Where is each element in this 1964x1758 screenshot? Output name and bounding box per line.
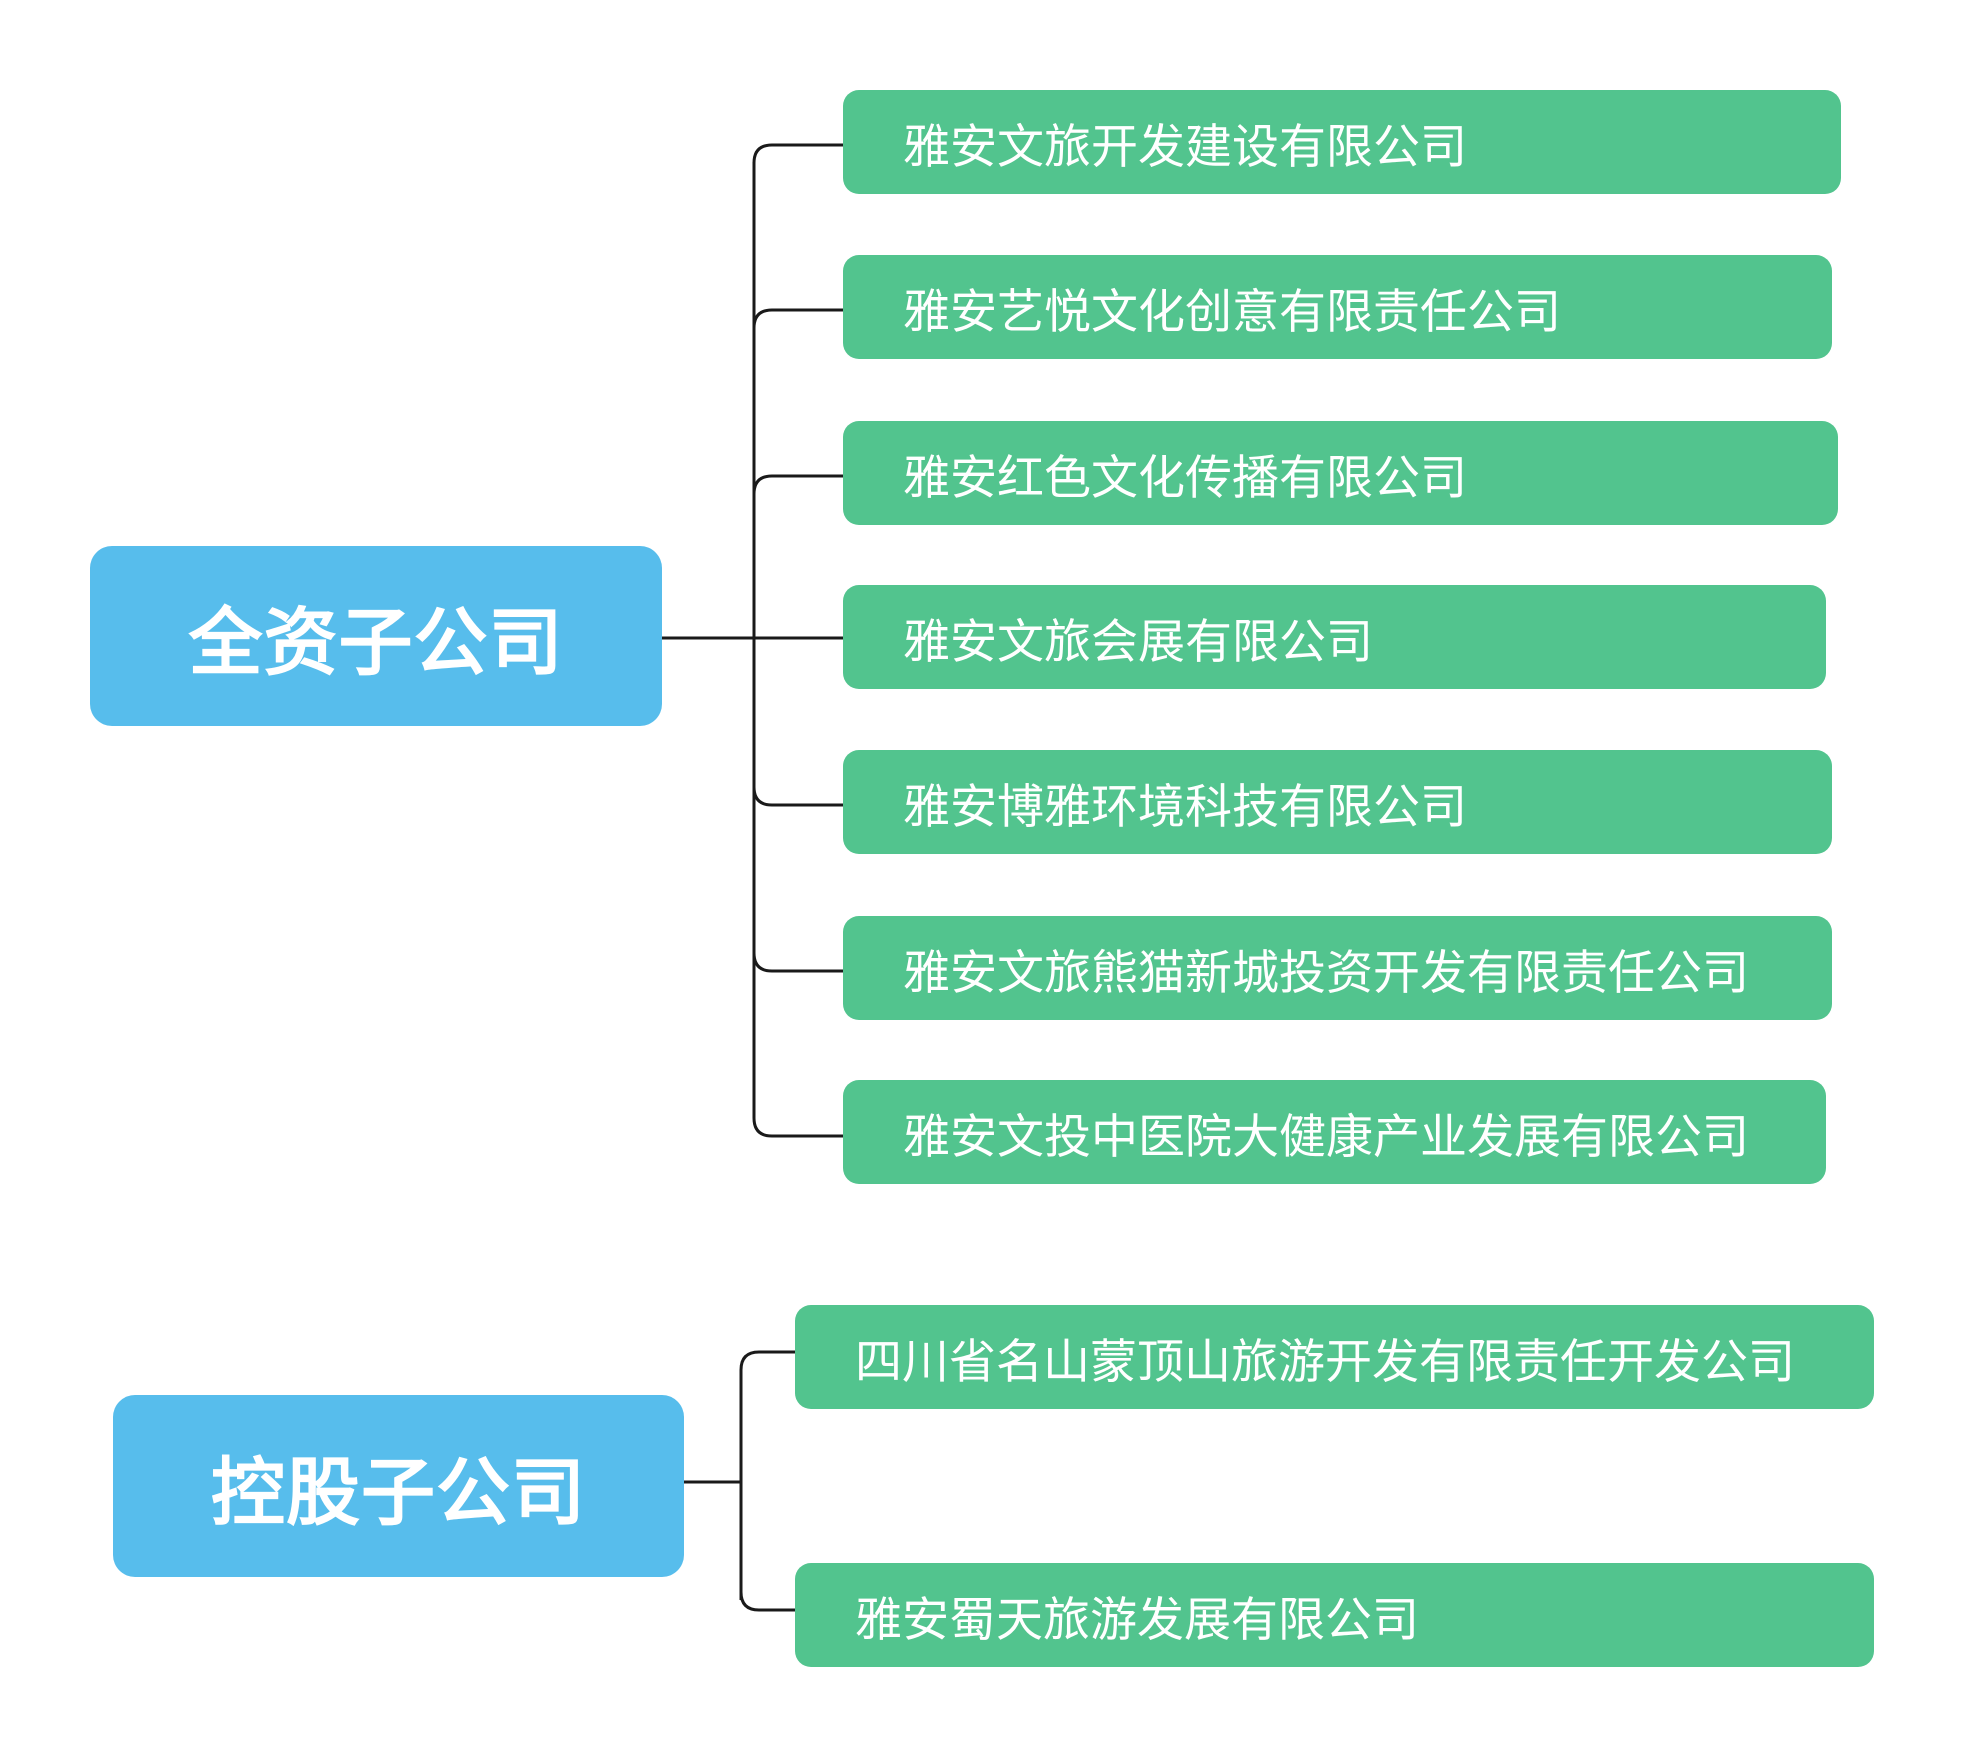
subsidiary-label: 雅安文旅开发建设有限公司 (903, 119, 1467, 175)
connector-branch (752, 1117, 843, 1138)
subsidiary-node[interactable]: 四川省名山蒙顶山旅游开发有限责任开发公司 (795, 1305, 1874, 1409)
subsidiary-node[interactable]: 雅安博雅环境科技有限公司 (843, 750, 1832, 854)
subsidiary-node[interactable]: 雅安蜀天旅游发展有限公司 (795, 1563, 1874, 1667)
connector-branch (752, 952, 843, 973)
subsidiary-label: 雅安文旅会展有限公司 (903, 614, 1373, 670)
connector-branch (752, 786, 843, 807)
subsidiary-label: 雅安红色文化传播有限公司 (903, 450, 1467, 506)
subsidiary-node[interactable]: 雅安文投中医院大健康产业发展有限公司 (843, 1080, 1826, 1184)
subsidiary-label: 四川省名山蒙顶山旅游开发有限责任开发公司 (855, 1334, 1795, 1390)
root-node-label: 控股子公司 (211, 1449, 586, 1536)
connector-branch (752, 308, 843, 329)
subsidiary-label: 雅安文旅熊猫新城投资开发有限责任公司 (903, 945, 1749, 1001)
subsidiary-label: 雅安蜀天旅游发展有限公司 (855, 1592, 1419, 1648)
subsidiary-node[interactable]: 雅安文旅熊猫新城投资开发有限责任公司 (843, 916, 1832, 1020)
connector-branch (752, 143, 843, 164)
root-node-label: 全资子公司 (188, 599, 564, 686)
subsidiary-node[interactable]: 雅安红色文化传播有限公司 (843, 421, 1838, 525)
connector-branch (752, 474, 843, 495)
connector-branch (739, 1350, 795, 1371)
subsidiary-label: 雅安艺悦文化创意有限责任公司 (903, 284, 1561, 340)
subsidiary-node[interactable]: 雅安文旅开发建设有限公司 (843, 90, 1841, 194)
subsidiary-label: 雅安博雅环境科技有限公司 (903, 779, 1467, 835)
subsidiary-node[interactable]: 雅安文旅会展有限公司 (843, 585, 1826, 689)
subsidiary-label: 雅安文投中医院大健康产业发展有限公司 (903, 1109, 1749, 1165)
root-node-holding[interactable]: 控股子公司 (113, 1395, 684, 1577)
root-node-wholly-owned[interactable]: 全资子公司 (90, 546, 662, 726)
connector-branch (739, 1591, 795, 1612)
subsidiary-node[interactable]: 雅安艺悦文化创意有限责任公司 (843, 255, 1832, 359)
